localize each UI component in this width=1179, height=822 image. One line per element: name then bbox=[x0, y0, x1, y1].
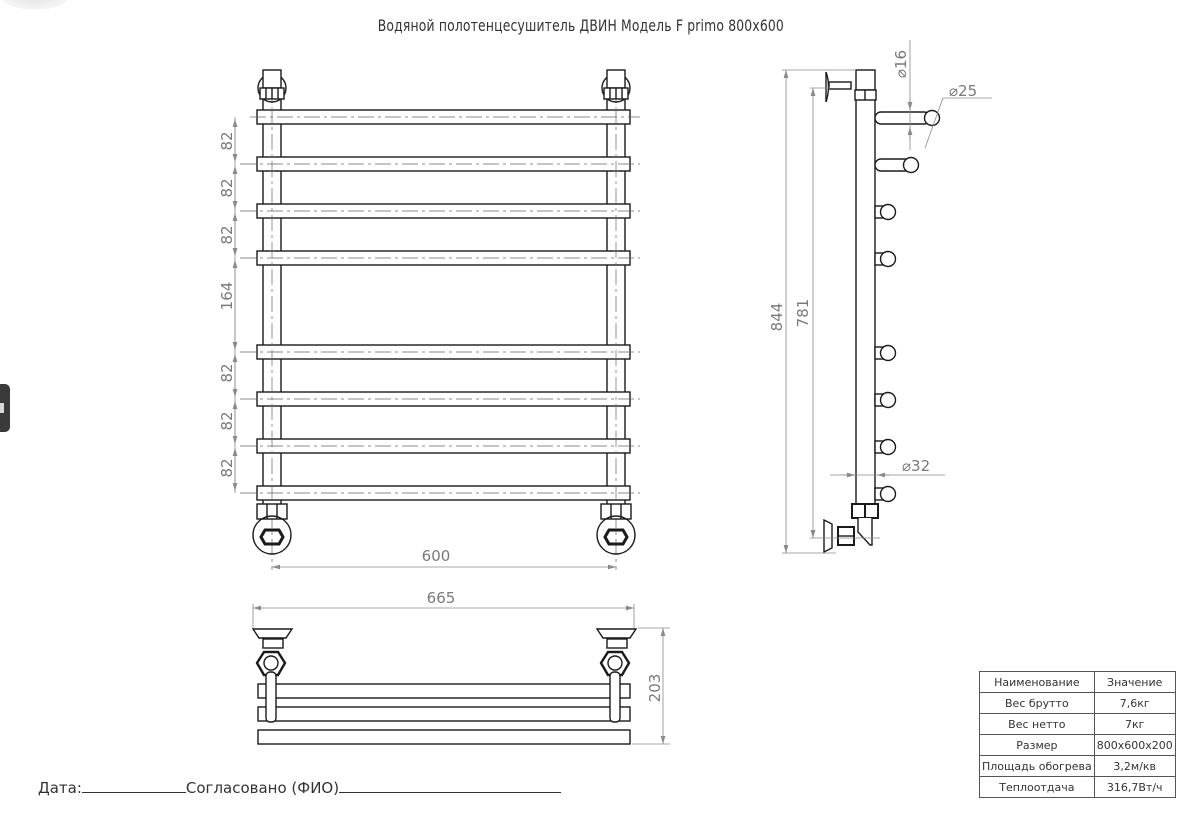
row-value: 316,7Вт/ч bbox=[1093, 776, 1176, 798]
spec-table: Наименование Значение Вес брутто 7,6кг В… bbox=[979, 671, 1176, 798]
rung-spacing-label: 82 bbox=[218, 131, 236, 150]
rung-spacing-label: 82 bbox=[218, 411, 236, 430]
drawing-title: Водяной полотенцесушитель ДВИН Модель F … bbox=[377, 16, 784, 35]
top-view-left-valve bbox=[251, 628, 294, 723]
side-view-knobs bbox=[874, 203, 897, 503]
row-name: Теплоотдача bbox=[979, 776, 1095, 798]
top-view-dimensions bbox=[252, 604, 670, 745]
row-name: Вес нетто bbox=[979, 713, 1095, 735]
header-value: Значение bbox=[1093, 671, 1176, 693]
rung-spacing-label: 82 bbox=[218, 178, 236, 197]
table-row: Вес нетто 7кг bbox=[979, 713, 1176, 735]
height-label-844: 844 bbox=[768, 303, 786, 332]
rung-spacing-label: 164 bbox=[218, 282, 236, 311]
approved-name-field[interactable] bbox=[339, 778, 562, 793]
signature-block: Дата: Согласовано (ФИО) bbox=[38, 778, 562, 797]
handle-grip-icon bbox=[0, 403, 4, 413]
date-field[interactable] bbox=[81, 778, 186, 793]
top-right-valve bbox=[601, 69, 631, 103]
table-row: Размер 800x600x200 bbox=[979, 734, 1176, 756]
front-view-dimensions bbox=[232, 117, 616, 570]
diameter-label-25: ⌀25 bbox=[949, 82, 977, 100]
rungs bbox=[256, 109, 631, 501]
row-name: Площадь обогрева bbox=[979, 755, 1095, 777]
rung-spacing-label: 82 bbox=[218, 363, 236, 382]
width-label-665: 665 bbox=[427, 589, 456, 607]
side-view-dimensions bbox=[782, 40, 992, 554]
row-name: Размер bbox=[979, 734, 1095, 756]
row-name: Вес брутто bbox=[979, 692, 1095, 714]
diameter-label-32: ⌀32 bbox=[902, 457, 930, 475]
spec-table-header: Наименование Значение bbox=[979, 671, 1176, 693]
row-value: 7кг bbox=[1093, 713, 1176, 735]
bottom-left-valve bbox=[252, 503, 292, 555]
blurred-corner-artifact bbox=[0, 0, 70, 10]
depth-label-203: 203 bbox=[646, 674, 664, 703]
top-left-valve bbox=[257, 69, 287, 103]
top-view bbox=[251, 628, 638, 745]
front-view-dimension-labels: 82 82 82 164 82 82 82 600 bbox=[218, 131, 450, 565]
table-row: Теплоотдача 316,7Вт/ч bbox=[979, 776, 1176, 798]
side-view bbox=[823, 69, 941, 554]
rung-spacing-label: 82 bbox=[218, 225, 236, 244]
header-name: Наименование bbox=[979, 671, 1095, 693]
date-label: Дата: bbox=[38, 779, 82, 797]
top-view-right-valve bbox=[595, 628, 638, 723]
height-label-781: 781 bbox=[794, 299, 812, 328]
approved-label: Согласовано (ФИО) bbox=[185, 779, 340, 797]
row-value: 800x600x200 bbox=[1093, 734, 1176, 756]
table-row: Площадь обогрева 3,2м/кв bbox=[979, 755, 1176, 777]
side-panel-handle[interactable] bbox=[0, 384, 10, 432]
diameter-label-16: ⌀16 bbox=[892, 50, 910, 78]
front-view bbox=[240, 69, 640, 570]
bottom-right-valve bbox=[596, 503, 636, 555]
row-value: 3,2м/кв bbox=[1093, 755, 1176, 777]
rung-spacing-label: 82 bbox=[218, 458, 236, 477]
table-row: Вес брутто 7,6кг bbox=[979, 692, 1176, 714]
width-label-600: 600 bbox=[422, 547, 451, 565]
row-value: 7,6кг bbox=[1093, 692, 1176, 714]
